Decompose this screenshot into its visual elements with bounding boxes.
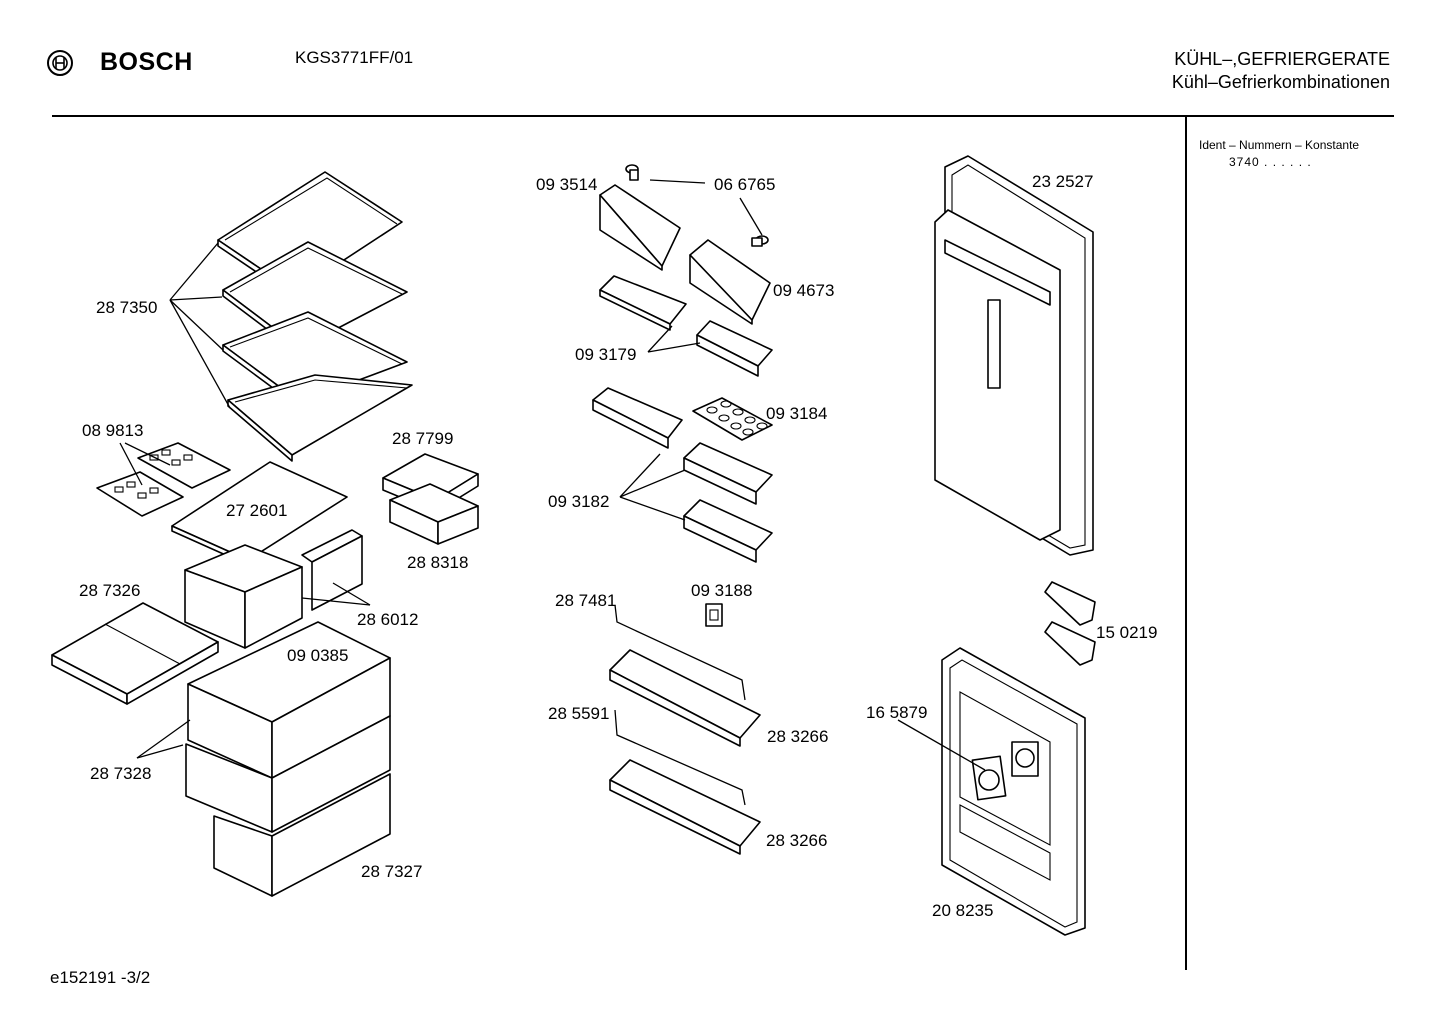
ice-tray-part bbox=[96, 442, 231, 517]
door-rack-part bbox=[683, 442, 773, 505]
sidebar-divider bbox=[1185, 117, 1187, 970]
freezer-drawer-part bbox=[213, 773, 391, 897]
part-number-label: 15 0219 bbox=[1096, 623, 1157, 642]
ident-label: Ident – Nummern – Konstante bbox=[1199, 138, 1360, 152]
brand-name: BOSCH bbox=[100, 48, 193, 76]
part-number-label: 28 3266 bbox=[766, 831, 827, 850]
part-number-label: 09 0385 bbox=[287, 646, 348, 665]
part-number-label: 28 6012 bbox=[357, 610, 418, 629]
part-number-label: 16 5879 bbox=[866, 703, 927, 722]
screw-part bbox=[625, 164, 639, 181]
category-subtitle: Kühl–Gefrierkombinationen bbox=[1171, 72, 1390, 92]
vegetable-bin-part bbox=[184, 529, 363, 649]
part-number-label: 28 3266 bbox=[767, 727, 828, 746]
part-number-label: 09 3514 bbox=[536, 175, 597, 194]
freezer-drawer-part bbox=[185, 715, 391, 833]
door-rack-part bbox=[696, 320, 773, 377]
door-rack-lid-part bbox=[599, 184, 681, 271]
bosch-logo-icon bbox=[47, 50, 73, 76]
retainer-bar-part bbox=[614, 604, 746, 701]
long-door-rack-part bbox=[609, 759, 761, 855]
door-handle-part bbox=[1044, 581, 1096, 666]
leader-lines-287350 bbox=[169, 242, 231, 409]
clip-part bbox=[705, 603, 723, 627]
part-number-label: 09 3182 bbox=[548, 492, 609, 511]
part-number-label: 28 7326 bbox=[79, 581, 140, 600]
screw-part bbox=[751, 235, 769, 247]
part-number-label: 08 9813 bbox=[82, 421, 143, 440]
door-rack-part bbox=[592, 387, 683, 449]
shelf-group-287350 bbox=[217, 171, 413, 462]
retainer-bar-part bbox=[614, 709, 746, 806]
butter-dish-part bbox=[382, 453, 479, 545]
part-number-label: 23 2527 bbox=[1032, 172, 1093, 191]
part-number-label: 28 8318 bbox=[407, 553, 468, 572]
footer-code: e152191 -3/2 bbox=[50, 968, 151, 987]
part-number-label: 28 7328 bbox=[90, 764, 151, 783]
long-door-rack-part bbox=[609, 649, 761, 747]
door-rack-part bbox=[683, 499, 773, 563]
part-number-label: 28 5591 bbox=[548, 704, 609, 723]
ident-value: 3740 . . . . . . bbox=[1229, 155, 1312, 169]
part-number-label: 09 3184 bbox=[766, 404, 827, 423]
egg-tray-part bbox=[692, 397, 773, 441]
shelf-part bbox=[227, 374, 413, 462]
freezer-door-part bbox=[941, 647, 1086, 936]
part-number-label: 20 8235 bbox=[932, 901, 993, 920]
part-number-label: 28 7327 bbox=[361, 862, 422, 881]
part-number-label: 06 6765 bbox=[714, 175, 775, 194]
door-rack-part bbox=[599, 275, 687, 331]
part-number-label: 09 3188 bbox=[691, 581, 752, 600]
door-rack-lid-part bbox=[689, 239, 771, 325]
category-title: KÜHL–,GEFRIERGERATE bbox=[1174, 49, 1390, 69]
part-number-label: 27 2601 bbox=[226, 501, 287, 520]
part-number-label: 28 7350 bbox=[96, 298, 157, 317]
model-number: KGS3771FF/01 bbox=[295, 48, 414, 67]
part-number-label: 09 3179 bbox=[575, 345, 636, 364]
header-divider bbox=[52, 115, 1394, 117]
part-number-label: 09 4673 bbox=[773, 281, 834, 300]
fridge-door-part bbox=[934, 155, 1094, 556]
part-number-label: 28 7799 bbox=[392, 429, 453, 448]
part-number-label: 28 7481 bbox=[555, 591, 616, 610]
crisper-lid-part bbox=[51, 602, 219, 705]
